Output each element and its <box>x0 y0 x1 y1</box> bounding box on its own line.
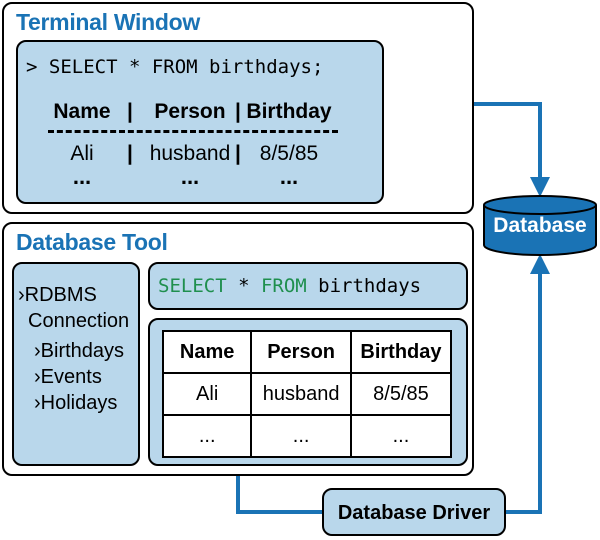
query-editor[interactable]: SELECT * FROM birthdays <box>148 262 468 310</box>
terminal-cell-name: Ali <box>70 142 94 165</box>
nav-item-birthdays[interactable]: ›Birthdays <box>34 338 124 364</box>
terminal-command: > SELECT * FROM birthdays; <box>26 56 324 78</box>
nav-rdbms-connection[interactable]: ›RDBMS Connection <box>18 282 129 334</box>
results-cell-ellipsis[interactable]: ... <box>250 414 352 458</box>
terminal-header-birthday: Birthday <box>246 100 332 123</box>
navigator-panel: ›RDBMS Connection ›Birthdays ›Events ›Ho… <box>12 262 140 466</box>
results-grid: Name Person Birthday Ali husband 8/5/85 … <box>161 330 453 458</box>
chevron-right-icon: › <box>18 284 25 306</box>
chevron-right-icon: › <box>34 366 41 388</box>
results-cell-ellipsis[interactable]: ... <box>349 414 453 458</box>
table-row[interactable]: Ali husband 8/5/85 <box>161 372 453 416</box>
database-node: Database <box>482 194 598 258</box>
terminal-cell-person: husband <box>149 142 231 165</box>
tool-to-driver-line <box>236 476 322 514</box>
results-cell-name[interactable]: Ali <box>161 372 253 416</box>
results-panel: Name Person Birthday Ali husband 8/5/85 … <box>148 318 468 466</box>
results-cell-birthday[interactable]: 8/5/85 <box>349 372 453 416</box>
driver-to-database-arrow <box>506 254 550 514</box>
terminal-window: Terminal Window > SELECT * FROM birthday… <box>2 2 474 214</box>
results-header-name: Name <box>161 330 253 374</box>
results-header-person: Person <box>250 330 352 374</box>
terminal-cell-birthday: 8/5/85 <box>259 142 319 165</box>
query-text: SELECT * FROM birthdays <box>158 275 421 297</box>
terminal-header-name: Name <box>53 100 111 123</box>
terminal-header-person: Person <box>154 100 226 123</box>
terminal-header-sep: | <box>127 100 133 123</box>
terminal-window-title: Terminal Window <box>16 9 200 35</box>
terminal-header-sep: | <box>235 100 241 123</box>
database-cylinder-icon <box>483 195 597 256</box>
nav-item-label: Events <box>40 366 102 388</box>
results-cell-ellipsis[interactable]: ... <box>161 414 253 458</box>
nav-item-label: Holidays <box>40 392 118 414</box>
database-tool-title: Database Tool <box>16 229 168 255</box>
database-driver-label: Database Driver <box>337 502 491 524</box>
query-star: * <box>226 275 261 297</box>
database-tool-window: Database Tool ›RDBMS Connection ›Birthda… <box>2 222 474 476</box>
nav-root-line1: RDBMS <box>24 284 97 306</box>
chevron-right-icon: › <box>34 392 41 414</box>
query-keyword-select: SELECT <box>158 275 227 297</box>
results-header-birthday: Birthday <box>349 330 453 374</box>
terminal-row-sep: | <box>235 142 241 165</box>
query-table: birthdays <box>306 275 422 297</box>
nav-item-events[interactable]: ›Events <box>34 364 102 390</box>
query-keyword-from: FROM <box>260 275 307 297</box>
table-row[interactable]: ... ... ... <box>161 414 453 458</box>
terminal-ellipsis: ... <box>72 164 92 189</box>
terminal-ellipsis: ... <box>180 164 200 189</box>
terminal-ellipsis: ... <box>279 164 299 189</box>
nav-root-line2: Connection <box>28 310 130 332</box>
nav-item-label: Birthdays <box>40 340 125 362</box>
results-header-row: Name Person Birthday <box>161 330 453 374</box>
database-label: Database <box>493 214 587 237</box>
chevron-right-icon: › <box>34 340 41 362</box>
terminal-header-divider <box>48 130 338 133</box>
nav-item-holidays[interactable]: ›Holidays <box>34 390 117 416</box>
database-driver-node: Database Driver <box>322 488 506 536</box>
results-cell-person[interactable]: husband <box>250 372 352 416</box>
terminal-row-sep: | <box>127 142 133 165</box>
terminal-panel: > SELECT * FROM birthdays; Name | Person… <box>16 40 384 204</box>
terminal-to-database-arrow <box>474 102 550 197</box>
